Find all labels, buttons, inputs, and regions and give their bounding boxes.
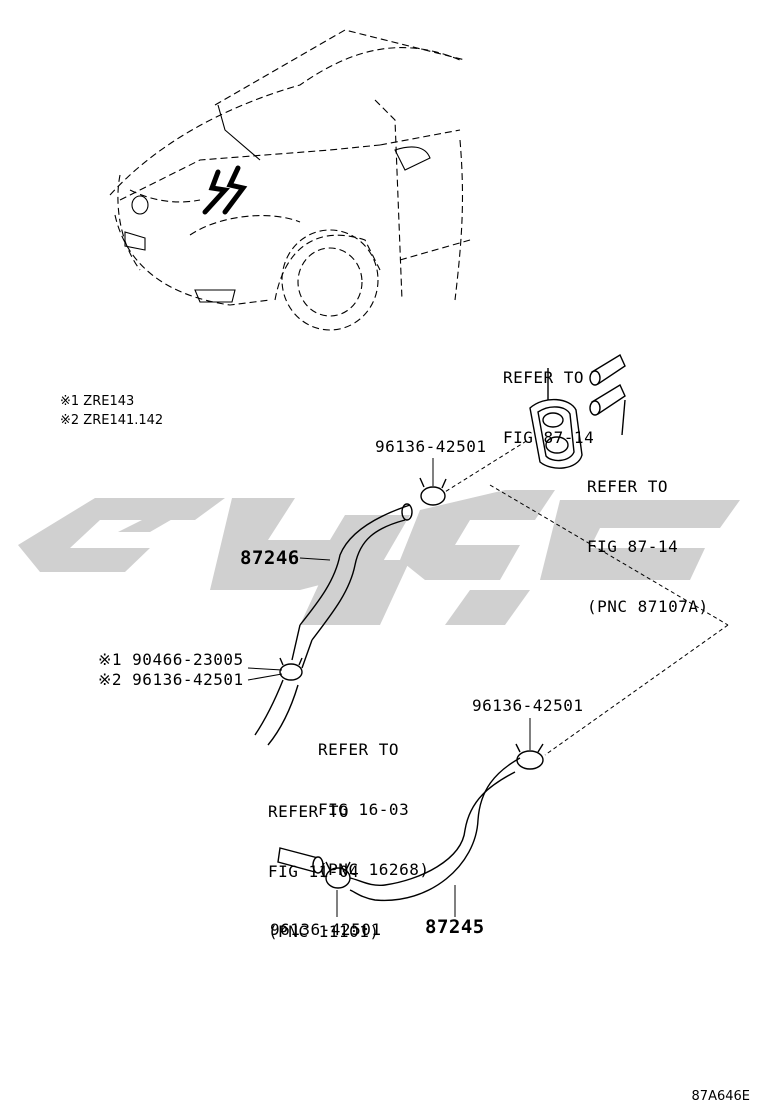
- pipes-right: [589, 353, 626, 436]
- figure-id: 87A646E: [691, 1089, 750, 1104]
- refer-top-line1: REFER TO: [503, 368, 585, 387]
- refer-mid-line2: FIG 16-03: [318, 800, 410, 819]
- refer-right: REFER TO FIG 87-14 (PNC 87107A): [587, 437, 709, 637]
- refer-mid: REFER TO FIG 16-03 (PNC 16268): [318, 700, 429, 900]
- part-alt-2: ※2 96136-42501: [98, 670, 244, 689]
- refer-mid-line1: REFER TO: [318, 740, 400, 759]
- part-clamp-bottom: 96136-42501: [270, 920, 382, 939]
- vehicle-solid-lines: [124, 104, 431, 303]
- part-hose-lower: 87245: [425, 916, 485, 938]
- refer-right-line3: (PNC 87107A): [587, 597, 709, 616]
- legend-note-1: ※1 ZRE143: [60, 394, 135, 409]
- refer-right-line2: FIG 87-14: [587, 537, 679, 556]
- legend-note-2: ※2 ZRE141.142: [60, 413, 164, 428]
- refer-top: REFER TO FIG 87-14: [503, 328, 594, 468]
- hose-87246: [291, 503, 413, 669]
- part-hose-upper: 87246: [240, 547, 300, 569]
- leader-lines: [439, 439, 729, 756]
- vehicle-illustration: [109, 29, 471, 331]
- pipe-lower: [277, 847, 324, 874]
- part-clamp-right: 96136-42501: [472, 696, 584, 715]
- refer-top-line2: FIG 87-14: [503, 428, 595, 447]
- watermark-logo: [18, 490, 740, 625]
- refer-mid-line3: (PNC 16268): [318, 860, 430, 879]
- part-alt-1: ※1 90466-23005: [98, 650, 244, 669]
- label-leaders: [247, 458, 531, 917]
- hose-87245: [349, 757, 521, 902]
- vehicle-hose-highlight: [202, 165, 248, 215]
- refer-lower-line2: FIG 11-04: [268, 862, 360, 881]
- refer-lower-line3: (PNC 11101): [268, 922, 380, 941]
- refer-lower: REFER TO FIG 11-04 (PNC 11101): [268, 762, 379, 962]
- refer-lower-line1: REFER TO: [268, 802, 350, 821]
- grommet: [529, 368, 583, 469]
- part-clamp-top: 96136-42501: [375, 437, 487, 456]
- refer-right-line1: REFER TO: [587, 477, 669, 496]
- hose-stub-mid: [254, 679, 299, 746]
